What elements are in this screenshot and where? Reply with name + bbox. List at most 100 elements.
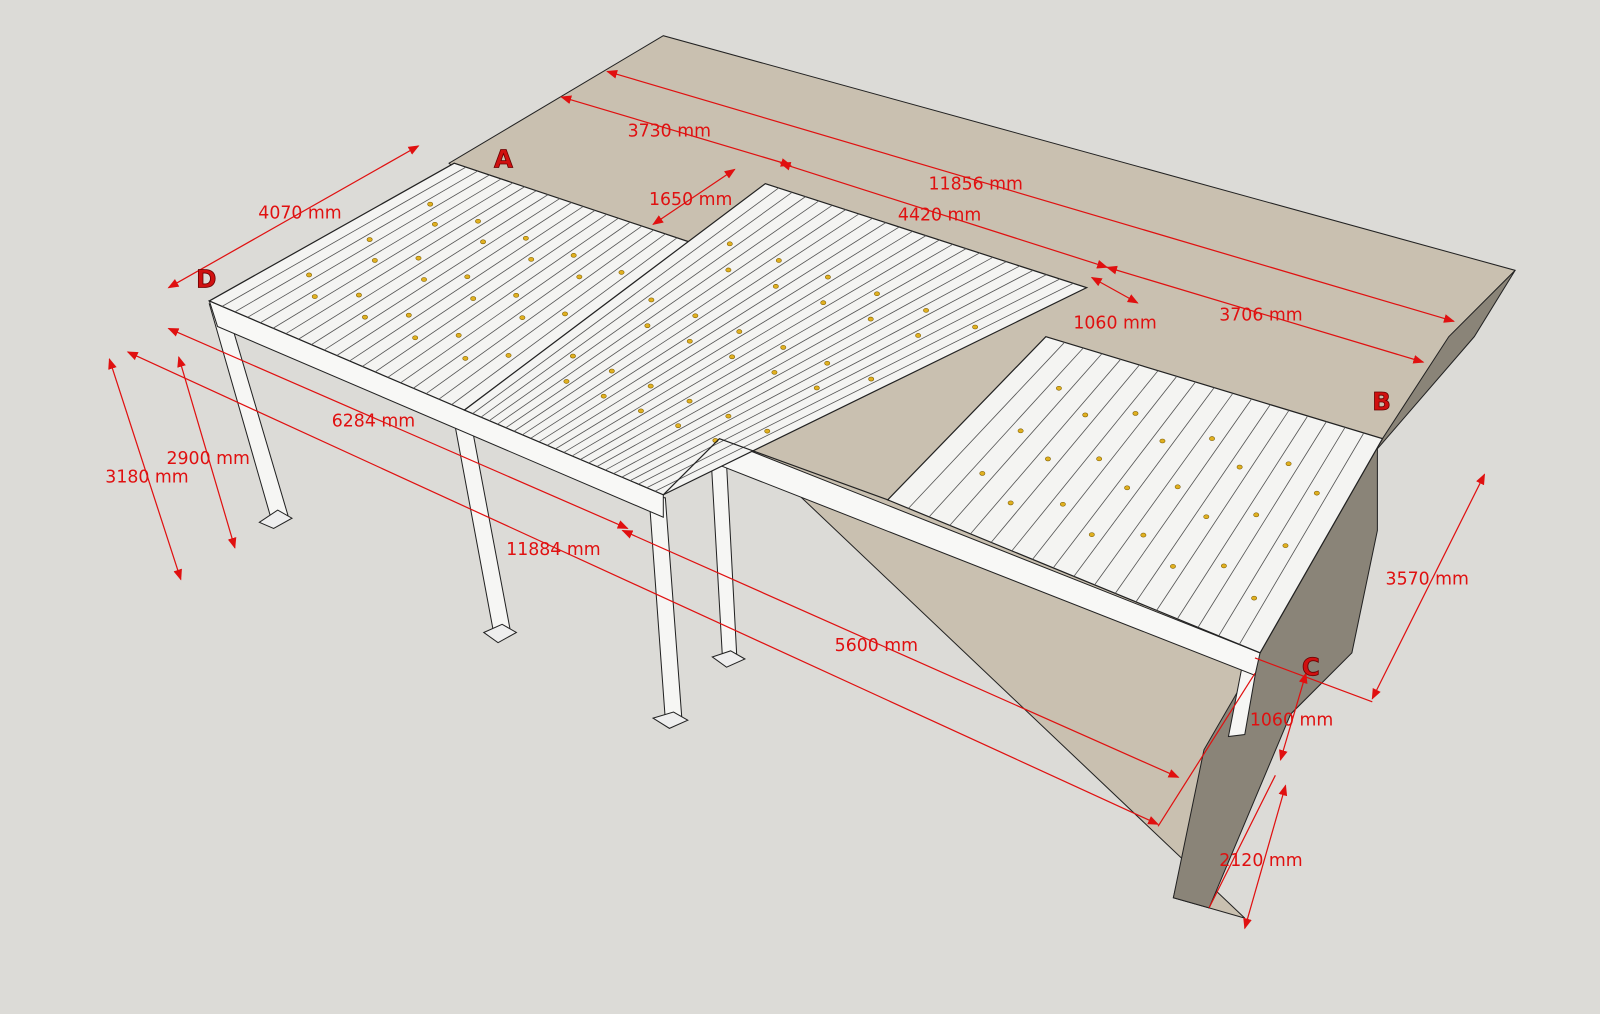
roof-light	[692, 313, 699, 319]
roof-light	[1096, 456, 1103, 462]
roof-light	[764, 428, 771, 434]
roof-light	[824, 360, 831, 366]
roof-light	[405, 312, 412, 318]
roof-light	[1285, 461, 1292, 467]
dimension-lines	[108, 69, 1486, 930]
roof-light	[427, 201, 434, 207]
roof-light	[470, 296, 477, 301]
roof-slat	[311, 194, 549, 345]
dim-label-3570: 3570 mm	[1386, 570, 1469, 590]
roof-light	[1082, 412, 1089, 418]
roof-light	[868, 376, 875, 382]
dim-label-3730: 3730 mm	[628, 122, 711, 142]
roof-light	[1059, 501, 1066, 507]
roof-light	[1088, 532, 1095, 537]
roof-light	[608, 368, 615, 374]
roof-slat	[1197, 421, 1327, 628]
roof-light	[480, 239, 486, 245]
roof-light	[1140, 532, 1147, 538]
dim-label-1650: 1650 mm	[649, 190, 732, 210]
roof-slat	[1218, 427, 1346, 637]
dim-label-11856: 11856 mm	[929, 175, 1023, 195]
roof-light	[726, 241, 733, 247]
roof-light	[1132, 411, 1139, 416]
dim-label-3706: 3706 mm	[1219, 305, 1302, 325]
roof-light	[813, 385, 820, 391]
roof-light	[421, 277, 427, 282]
roof-light	[570, 253, 577, 258]
corner-label-a: A	[494, 144, 513, 173]
roof-light	[1203, 514, 1210, 520]
roof-light	[972, 324, 979, 330]
roof-light	[729, 354, 736, 360]
roof-light	[874, 291, 880, 297]
roof-light	[825, 274, 831, 280]
dim-label-11884: 11884 mm	[506, 540, 600, 560]
roof-light	[1170, 564, 1176, 569]
roof-light	[311, 294, 318, 299]
roof-light	[576, 274, 583, 280]
corner-label-d: D	[196, 265, 216, 294]
roof-light	[600, 393, 607, 399]
roof-light	[356, 292, 362, 298]
roof-light	[775, 258, 782, 263]
dim-label-4070: 4070 mm	[258, 203, 341, 223]
post	[710, 460, 738, 659]
roof-light	[1220, 563, 1227, 569]
dim-label-2900: 2900 mm	[167, 449, 250, 469]
roof-light	[306, 272, 312, 278]
roof-slat	[323, 198, 560, 351]
roof-light	[1209, 436, 1215, 441]
roof-light	[1251, 595, 1258, 601]
roof-light	[1236, 464, 1243, 470]
roof-light	[1313, 490, 1320, 496]
dim-label-1060-top: 1060 mm	[1073, 313, 1156, 333]
roof-light	[867, 316, 874, 322]
roof-light	[686, 398, 693, 404]
roof-light	[462, 356, 469, 361]
roof-light	[415, 255, 422, 261]
roof-light	[923, 308, 929, 313]
roof-light	[464, 274, 471, 280]
roof-light	[915, 333, 922, 338]
roof-light	[1124, 485, 1131, 491]
roof-light	[431, 221, 438, 227]
roof-light	[1253, 512, 1260, 518]
dim-label-2120: 2120 mm	[1219, 851, 1302, 871]
roof-light	[366, 237, 373, 242]
roof-light	[686, 338, 693, 344]
roof-light	[1056, 385, 1062, 391]
roof-light	[638, 408, 644, 414]
dim-label-5600: 5600 mm	[835, 636, 918, 656]
corner-label-c: C	[1302, 652, 1320, 681]
roof-light	[371, 258, 378, 263]
roof-light	[562, 311, 568, 317]
post-base	[482, 623, 518, 644]
roof-light	[570, 353, 576, 359]
roof-light	[771, 370, 778, 375]
roof-light	[513, 293, 520, 298]
roof-light	[725, 267, 732, 273]
roof-light	[522, 235, 529, 241]
roof-light	[519, 315, 526, 320]
roof-light	[412, 335, 419, 341]
roof-light	[644, 323, 651, 328]
roof-light	[505, 353, 512, 358]
roof-light	[647, 383, 654, 389]
roof-light	[528, 257, 535, 262]
roof-light	[725, 413, 732, 419]
roof-light	[1007, 500, 1014, 506]
roof-light	[979, 471, 986, 476]
roof-light	[1174, 484, 1181, 490]
dim-label-3180: 3180 mm	[105, 468, 188, 488]
roof-light	[648, 297, 655, 303]
roof-light	[1159, 438, 1166, 444]
roof-light	[563, 379, 570, 384]
corner-label-b: B	[1372, 387, 1391, 416]
roof-slat	[1239, 432, 1365, 645]
roof-light	[675, 423, 682, 428]
roof-light	[736, 329, 743, 334]
dimension-labels: 3730 mm 11856 mm 1650 mm 4420 mm 4070 mm…	[105, 122, 1469, 871]
roof-light	[820, 300, 827, 306]
